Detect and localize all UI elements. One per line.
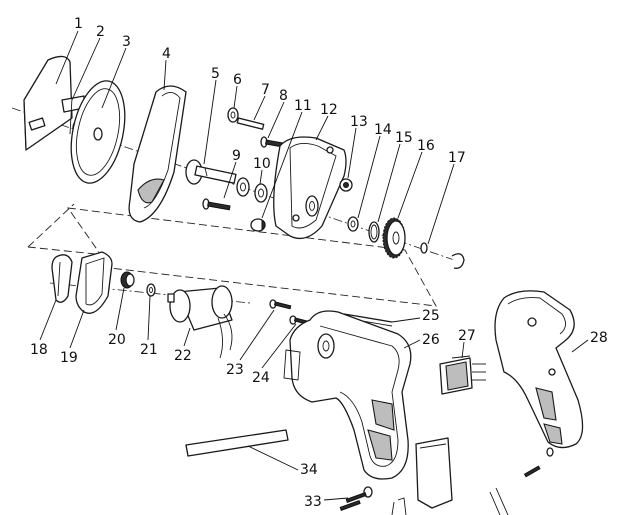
label-17: 17 bbox=[448, 150, 466, 166]
part-33-screws bbox=[339, 486, 373, 511]
part-28-handle-cover bbox=[494, 290, 584, 478]
part-11-knob bbox=[250, 218, 266, 232]
label-33: 33 bbox=[304, 494, 322, 510]
label-13: 13 bbox=[350, 114, 368, 130]
label-16: 16 bbox=[417, 138, 435, 154]
part-1-guard-plate bbox=[23, 55, 73, 151]
label-1: 1 bbox=[74, 16, 83, 32]
assembly-outline bbox=[67, 207, 437, 307]
label-18: 18 bbox=[30, 342, 48, 358]
part-labels: 1 2 3 4 5 6 7 8 9 10 11 12 13 14 15 16 1… bbox=[30, 16, 608, 510]
label-22: 22 bbox=[174, 348, 192, 364]
label-34: 34 bbox=[300, 462, 318, 478]
label-11: 11 bbox=[294, 98, 312, 114]
label-26: 26 bbox=[422, 332, 440, 348]
label-5: 5 bbox=[211, 66, 220, 82]
part-14-washer bbox=[347, 216, 359, 232]
label-3: 3 bbox=[122, 34, 131, 50]
part-17-circlip bbox=[420, 242, 465, 269]
leader-lines bbox=[39, 30, 589, 501]
part-19-cover-plate bbox=[75, 251, 113, 314]
part-22-motor bbox=[167, 285, 233, 359]
part-34-rod bbox=[185, 429, 289, 457]
part-6-washer bbox=[227, 107, 239, 123]
label-12: 12 bbox=[320, 102, 338, 118]
label-9: 9 bbox=[232, 148, 241, 164]
part-7-pin bbox=[236, 117, 265, 130]
part-23-screw bbox=[269, 299, 292, 310]
label-8: 8 bbox=[279, 88, 288, 104]
label-21: 21 bbox=[140, 342, 158, 358]
part-20-pulley bbox=[120, 271, 135, 289]
part-4-cover-band bbox=[128, 85, 187, 223]
part-18-belt bbox=[51, 254, 73, 303]
label-7: 7 bbox=[261, 82, 270, 98]
label-19: 19 bbox=[60, 350, 78, 366]
part-15-retaining-ring bbox=[368, 221, 380, 243]
label-10: 10 bbox=[253, 156, 271, 172]
label-23: 23 bbox=[226, 362, 244, 378]
part-3-blade-disc bbox=[70, 80, 126, 184]
label-15: 15 bbox=[395, 130, 413, 146]
label-2: 2 bbox=[96, 24, 105, 40]
label-20: 20 bbox=[108, 332, 126, 348]
part-26-main-housing bbox=[283, 310, 412, 480]
label-24: 24 bbox=[252, 370, 270, 386]
part-27-switch bbox=[439, 355, 486, 395]
part-21-washer bbox=[146, 283, 156, 297]
label-28: 28 bbox=[590, 330, 608, 346]
part-16-gear bbox=[382, 217, 406, 259]
label-27: 27 bbox=[458, 328, 476, 344]
label-14: 14 bbox=[374, 122, 392, 138]
part-13-plug bbox=[339, 178, 353, 192]
label-25: 25 bbox=[422, 308, 440, 324]
label-6: 6 bbox=[233, 72, 242, 88]
part-9-screw bbox=[202, 198, 231, 211]
part-12-gear-housing bbox=[273, 136, 347, 240]
part-10-bearing bbox=[236, 177, 268, 203]
lower-components bbox=[391, 437, 509, 515]
part-5-spindle bbox=[185, 159, 237, 185]
label-4: 4 bbox=[162, 46, 171, 62]
